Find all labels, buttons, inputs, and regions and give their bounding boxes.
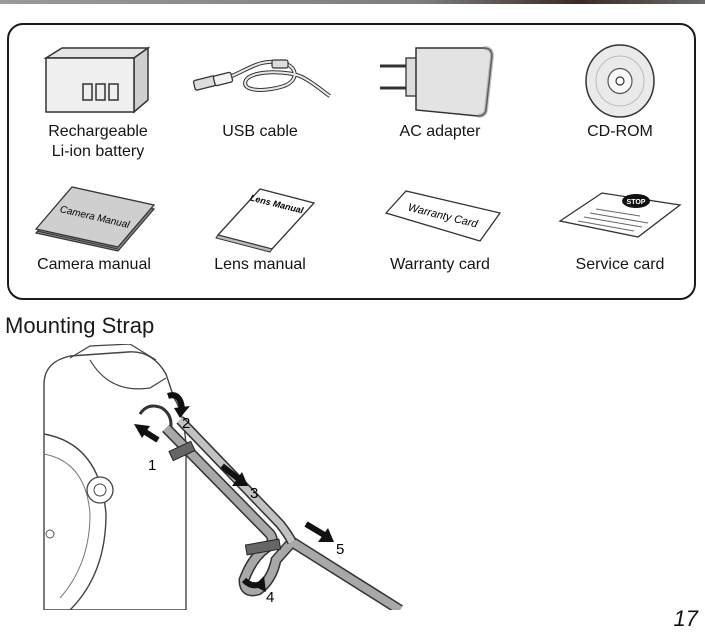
item-label: USB cable: [222, 123, 298, 140]
item-label: Lens manual: [214, 256, 306, 273]
mounting-strap-illustration: 1 2 3 4 5: [43, 344, 403, 610]
item-lens-manual: Lens Manual Lens manual: [176, 185, 344, 275]
strap-step-2: 2: [182, 415, 190, 432]
item-ac-adapter: AC adapter: [356, 40, 524, 142]
page-number: 17: [673, 606, 698, 631]
item-label: Rechargeable Li-ion battery: [48, 123, 148, 160]
lens-manual-icon: Lens Manual: [215, 188, 316, 253]
cd-rom-icon: [585, 44, 655, 118]
item-cd-rom: CD-ROM: [536, 40, 704, 142]
usb-cable-icon: [192, 59, 332, 98]
service-card-icon: STOP: [558, 192, 682, 238]
header-rule: [0, 0, 705, 4]
strap-step-5: 5: [336, 541, 344, 558]
item-warranty-card: Warranty Card Warranty card: [356, 185, 524, 275]
section-title: Mounting Strap: [5, 313, 155, 338]
item-usb-cable: USB cable: [176, 40, 344, 142]
ac-adapter-icon: [380, 46, 495, 118]
item-label: AC adapter: [399, 123, 481, 140]
item-label: CD-ROM: [587, 123, 653, 140]
item-label: Camera manual: [37, 256, 151, 273]
package-contents-box: [7, 23, 696, 300]
item-label: Warranty card: [390, 256, 490, 273]
item-camera-manual: Camera Manual Camera manual: [10, 185, 178, 275]
strap-step-3: 3: [250, 485, 258, 502]
strap-step-1: 1: [148, 457, 156, 474]
warranty-card-icon: Warranty Card: [384, 190, 502, 242]
item-battery: Rechargeable Li-ion battery: [14, 40, 182, 162]
camera-manual-icon: Camera Manual: [34, 186, 156, 252]
item-service-card: STOP Service card: [536, 185, 704, 275]
strap-step-4: 4: [266, 589, 274, 606]
item-label: Service card: [575, 256, 665, 273]
stop-sign-text: STOP: [627, 199, 646, 206]
battery-icon: [43, 46, 151, 114]
